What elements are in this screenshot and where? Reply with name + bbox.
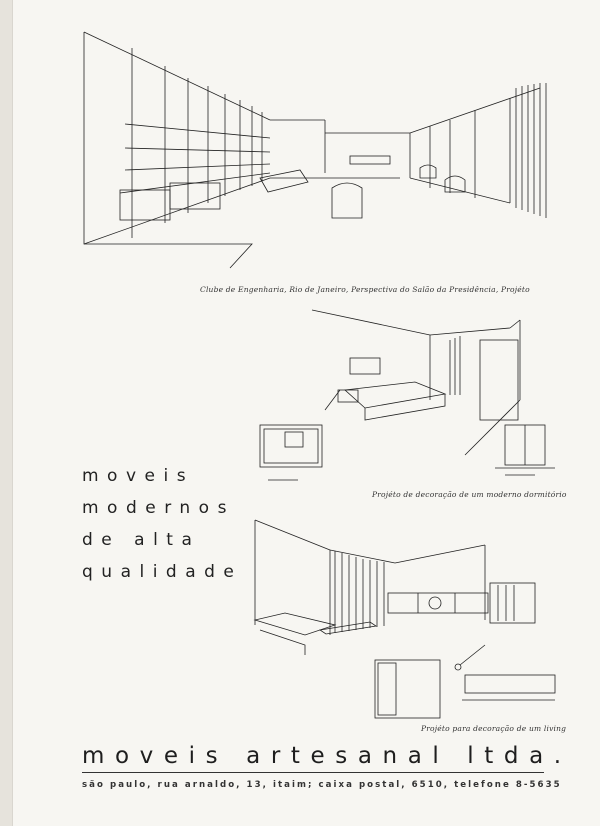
- slogan-line: de alta: [82, 530, 201, 550]
- brand-divider: [82, 772, 544, 773]
- company-address: são paulo, rua arnaldo, 13, itaim; caixa…: [82, 780, 562, 790]
- caption-salon: Clube de Engenharia, Rio de Janeiro, Per…: [200, 285, 530, 294]
- slogan-line: moveis: [82, 466, 195, 486]
- curtain-wall: [334, 551, 385, 633]
- slogan: moveis modernos de alta qualidade: [82, 460, 242, 588]
- slogan-line: qualidade: [82, 562, 243, 582]
- wardrobe: [449, 336, 521, 456]
- slogan-line: modernos: [82, 498, 235, 518]
- window-wall: [409, 83, 547, 218]
- caption-living: Projéto para decoração de um living: [421, 724, 567, 733]
- binding-gutter: [0, 0, 12, 826]
- bedroom-perspective-drawing: [259, 309, 555, 481]
- living-perspective-drawing: [253, 519, 556, 719]
- brand-name: moveis artesanal ltda.: [82, 743, 572, 769]
- shelving-unit: [119, 48, 271, 238]
- magazine-page: [12, 0, 600, 826]
- salon-perspective-drawing: [83, 31, 547, 269]
- caption-bedroom: Projéto de decoração de um moderno dormi…: [372, 490, 567, 499]
